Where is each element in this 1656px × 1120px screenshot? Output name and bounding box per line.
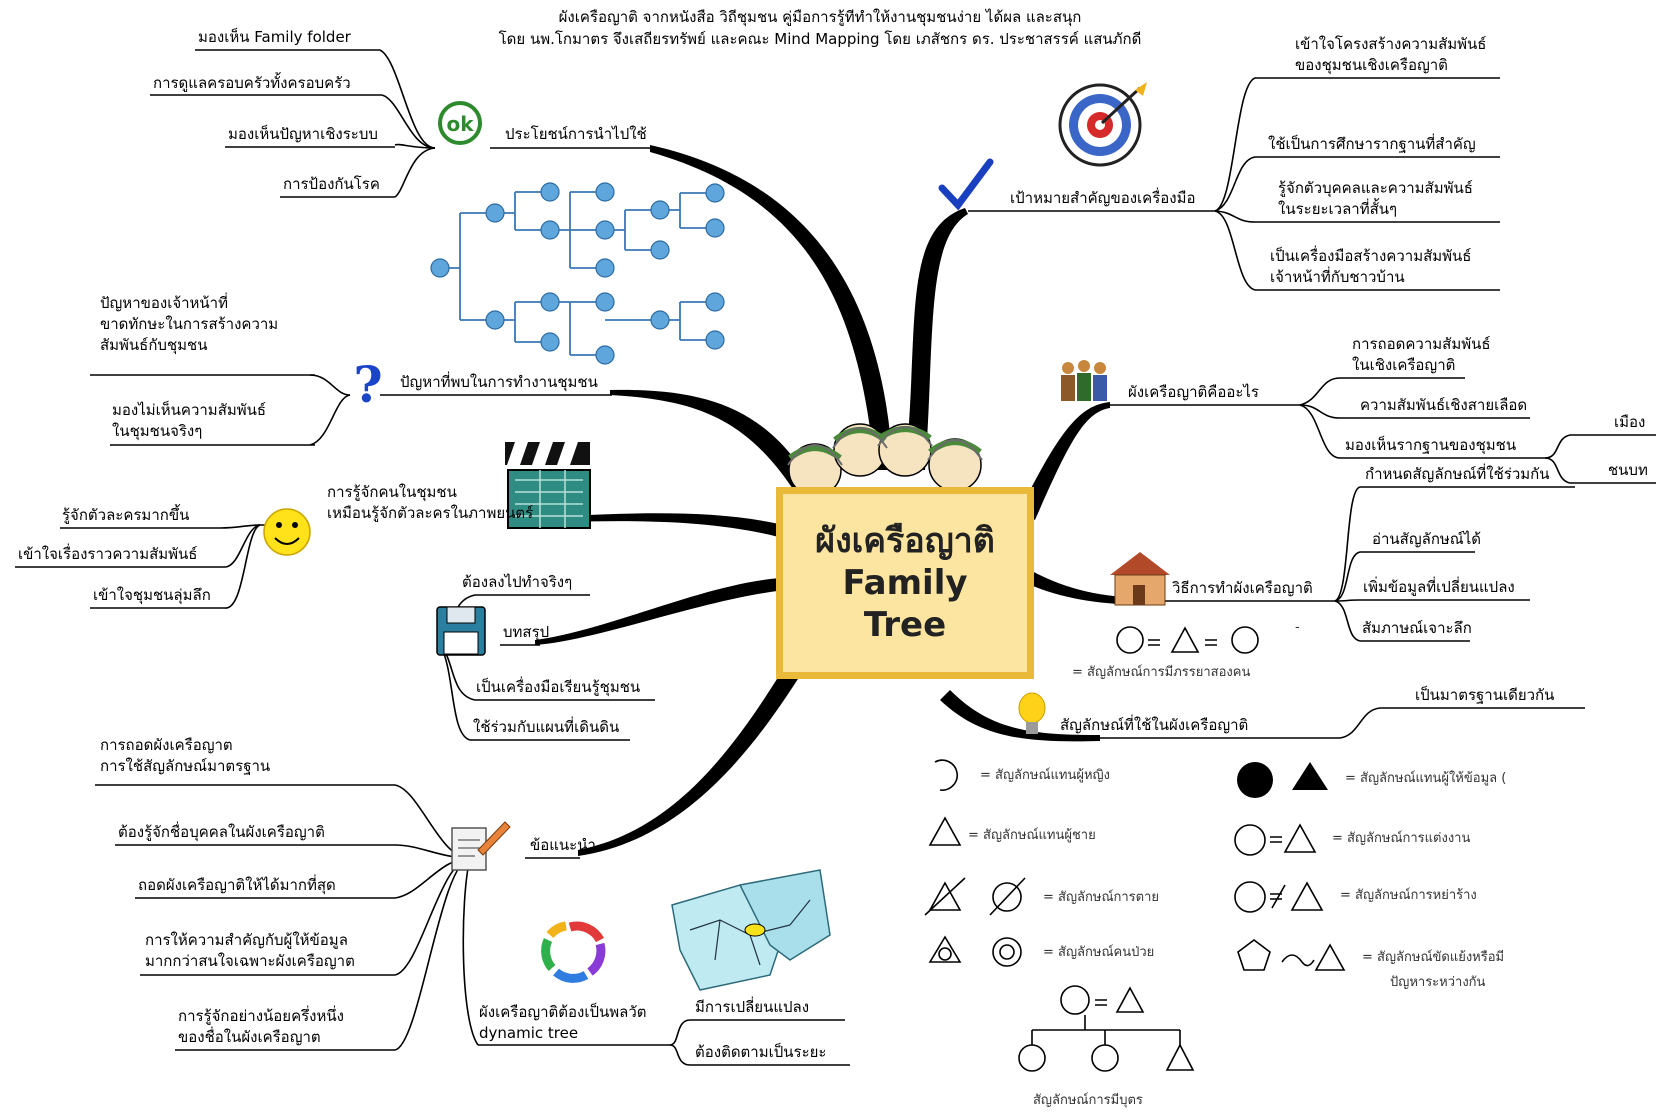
advice-item[interactable]: การให้ความสำคัญกับผู้ให้ข้อมูล มากกว่าสน… (145, 931, 355, 970)
ok-icon: ok (438, 101, 482, 145)
goals-item[interactable]: รู้จักตัวบุคคลและความสัมพันธ์ ในระยะเวลา… (1278, 179, 1473, 218)
whatis-item[interactable]: การถอดความสัมพันธ์ ในเชิงเครือญาติ (1352, 335, 1491, 374)
branch-knowing-label[interactable]: การรู้จักคนในชุมชน เหมือนรู้จักตัวละครใน… (327, 483, 534, 522)
method-item[interactable]: กำหนดสัญลักษณ์ที่ใช้ร่วมกัน (1365, 465, 1550, 483)
branch-symbols-label[interactable]: สัญลักษณ์ที่ใช้ในผังเครือญาติ (1060, 716, 1249, 734)
central-title-thai: ผังเครือญาติ (815, 521, 995, 561)
central-title-line3: Tree (863, 605, 947, 645)
branch-goals-label[interactable]: เป้าหมายสำคัญของเครื่องมือ (1010, 189, 1196, 207)
dynamic-item[interactable]: มีการเปลี่ยนแปลง (695, 998, 810, 1016)
legend-sick: = สัญลักษณ์คนป่วย (1043, 945, 1155, 960)
advice-item[interactable]: ถอดผังเครือญาติให้ได้มากที่สุด (138, 876, 336, 894)
legend-marriage: = สัญลักษณ์การแต่งงาน (1332, 831, 1471, 846)
tree-diagram-icon (440, 191, 715, 356)
legend-filled-symbols (1237, 762, 1328, 798)
benefits-item[interactable]: การดูแลครอบครัวทั้งครอบครัว (153, 74, 351, 92)
advice-item[interactable]: ต้องรู้จักชื่อบุคคลในผังเครือญาติ (118, 823, 325, 841)
svg-text:?: ? (353, 355, 382, 414)
question-icon: ? (353, 355, 382, 414)
summary-item[interactable]: ต้องลงไปทำจริงๆ (462, 573, 573, 591)
legend-symbols (924, 759, 1346, 1072)
polygamy-note: = สัญลักษณ์การมีภรรยาสองคน (1072, 665, 1251, 680)
polygamy-symbol (1116, 626, 1259, 654)
lightbulb-icon (1018, 692, 1046, 734)
map-icon (671, 869, 831, 991)
branch-dynamic-label[interactable]: ผังเครือญาติต้องเป็นพลวัต dynamic tree (479, 1003, 647, 1042)
branch-benefits (650, 145, 893, 470)
branch-method-label[interactable]: วิธีการทำผังเครือญาติ (1172, 579, 1313, 597)
clapperboard-icon (505, 442, 591, 529)
legend-informant: = สัญลักษณ์แทนผู้ให้ข้อมูล ( (1345, 771, 1507, 786)
knowing-item[interactable]: เข้าใจเรื่องราวความสัมพันธ์ (18, 545, 198, 563)
central-topic[interactable]: ผังเครือญาติ Family Tree (776, 487, 1034, 679)
smiley-icon (263, 508, 311, 556)
whatis-item[interactable]: ความสัมพันธ์เชิงสายเลือด (1360, 396, 1528, 414)
legend-divorce: = สัญลักษณ์การหย่าร้าง (1340, 888, 1477, 903)
legend-female: = สัญลักษณ์แทนผู้หญิง (980, 768, 1110, 783)
cycle-icon (541, 921, 606, 983)
header-line1: ผังเครือญาติ จากหนังสือ วิถีชุมชน คู่มือ… (558, 8, 1082, 26)
knowing-item[interactable]: เข้าใจชุมชนลุ่มลึก (93, 586, 211, 604)
method-dash: - (1295, 620, 1300, 635)
branch-knowing (565, 513, 795, 540)
people-icon (1061, 360, 1107, 401)
symbols-item[interactable]: เป็นมาตรฐานเดียวกัน (1415, 686, 1555, 704)
central-title-line2: Family (842, 563, 968, 603)
branch-advice-label[interactable]: ข้อแนะนำ (530, 836, 596, 854)
branch-summary (535, 578, 785, 645)
legend-dead: = สัญลักษณ์การตาย (1043, 890, 1160, 905)
branch-symbols (940, 690, 1100, 742)
whatis-sub-item[interactable]: เมือง (1614, 413, 1646, 431)
problems-item[interactable]: มองไม่เห็นความสัมพันธ์ ในชุมชนจริงๆ (112, 401, 267, 440)
branch-benefits-label[interactable]: ประโยชน์การนำไปใช้ (505, 125, 647, 143)
method-item[interactable]: สัมภาษณ์เจาะลึก (1362, 619, 1472, 637)
method-item[interactable]: เพิ่มข้อมูลที่เปลี่ยนแปลง (1363, 578, 1515, 596)
summary-item[interactable]: ใช้ร่วมกับแผนที่เดินดิน (473, 718, 620, 736)
branch-goals (905, 208, 968, 470)
header-line2: โดย นพ.โกมาตร จึงเสถียรทรัพย์ และคณะ Min… (498, 30, 1142, 48)
tree-diagram-nodes (430, 182, 725, 365)
legend-children: สัญลักษณ์การมีบุตร (1033, 1093, 1143, 1108)
house-icon (1110, 552, 1170, 606)
svg-text:ok: ok (446, 112, 474, 136)
goals-item[interactable]: เข้าใจโครงสร้างความสัมพันธ์ ของชุมชนเชิง… (1295, 35, 1487, 74)
branch-whatis (1020, 402, 1110, 520)
goals-item[interactable]: เป็นเครื่องมือสร้างความสัมพันธ์ เจ้าหน้า… (1270, 247, 1472, 286)
advice-item[interactable]: การถอดผังเครือญาต การใช้สัญลักษณ์มาตรฐาน (100, 736, 271, 775)
header-title: ผังเครือญาติ จากหนังสือ วิถีชุมชน คู่มือ… (380, 6, 1260, 50)
whatis-item[interactable]: มองเห็นรากฐานของชุมชน (1345, 436, 1517, 454)
legend-conflict: = สัญลักษณ์ขัดแย้งหรือมี (1362, 950, 1505, 965)
benefits-item[interactable]: มองเห็น Family folder (198, 28, 351, 46)
summary-item[interactable]: เป็นเครื่องมือเรียนรู้ชุมชน (476, 678, 641, 696)
knowing-item[interactable]: รู้จักตัวละครมากขึ้น (62, 506, 190, 524)
dynamic-item[interactable]: ต้องติดตามเป็นระยะ (695, 1043, 827, 1061)
branch-problems (610, 389, 815, 500)
branch-problems-label[interactable]: ปัญหาที่พบในการทำงานชุมชน (400, 373, 598, 391)
goals-item[interactable]: ใช้เป็นการศึกษารากฐานที่สำคัญ (1268, 135, 1476, 153)
notepad-icon (451, 821, 511, 871)
advice-item[interactable]: การรู้จักอย่างน้อยครึ่งหนึ่ง ของชื่อในผั… (178, 1007, 344, 1046)
benefits-item[interactable]: การป้องกันโรค (283, 175, 380, 193)
legend-male: = สัญลักษณ์แทนผู้ชาย (968, 828, 1096, 843)
whatis-sub-item[interactable]: ชนบท (1608, 461, 1648, 479)
floppy-icon (436, 606, 486, 656)
branch-summary-label[interactable]: บทสรุป (503, 623, 550, 641)
benefits-item[interactable]: มองเห็นปัญหาเชิงระบบ (228, 125, 378, 143)
kids-icon (787, 423, 983, 497)
branch-whatis-label[interactable]: ผังเครือญาติคืออะไร (1128, 383, 1259, 401)
target-icon (1058, 82, 1147, 167)
legend-conflict-line2: ปัญหาระหว่างกัน (1390, 975, 1486, 990)
problems-item[interactable]: ปัญหาของเจ้าหน้าที่ ขาดทักษะในการสร้างคว… (100, 294, 279, 354)
checkmark-icon (938, 158, 994, 211)
method-item[interactable]: อ่านสัญลักษณ์ได้ (1372, 530, 1481, 548)
